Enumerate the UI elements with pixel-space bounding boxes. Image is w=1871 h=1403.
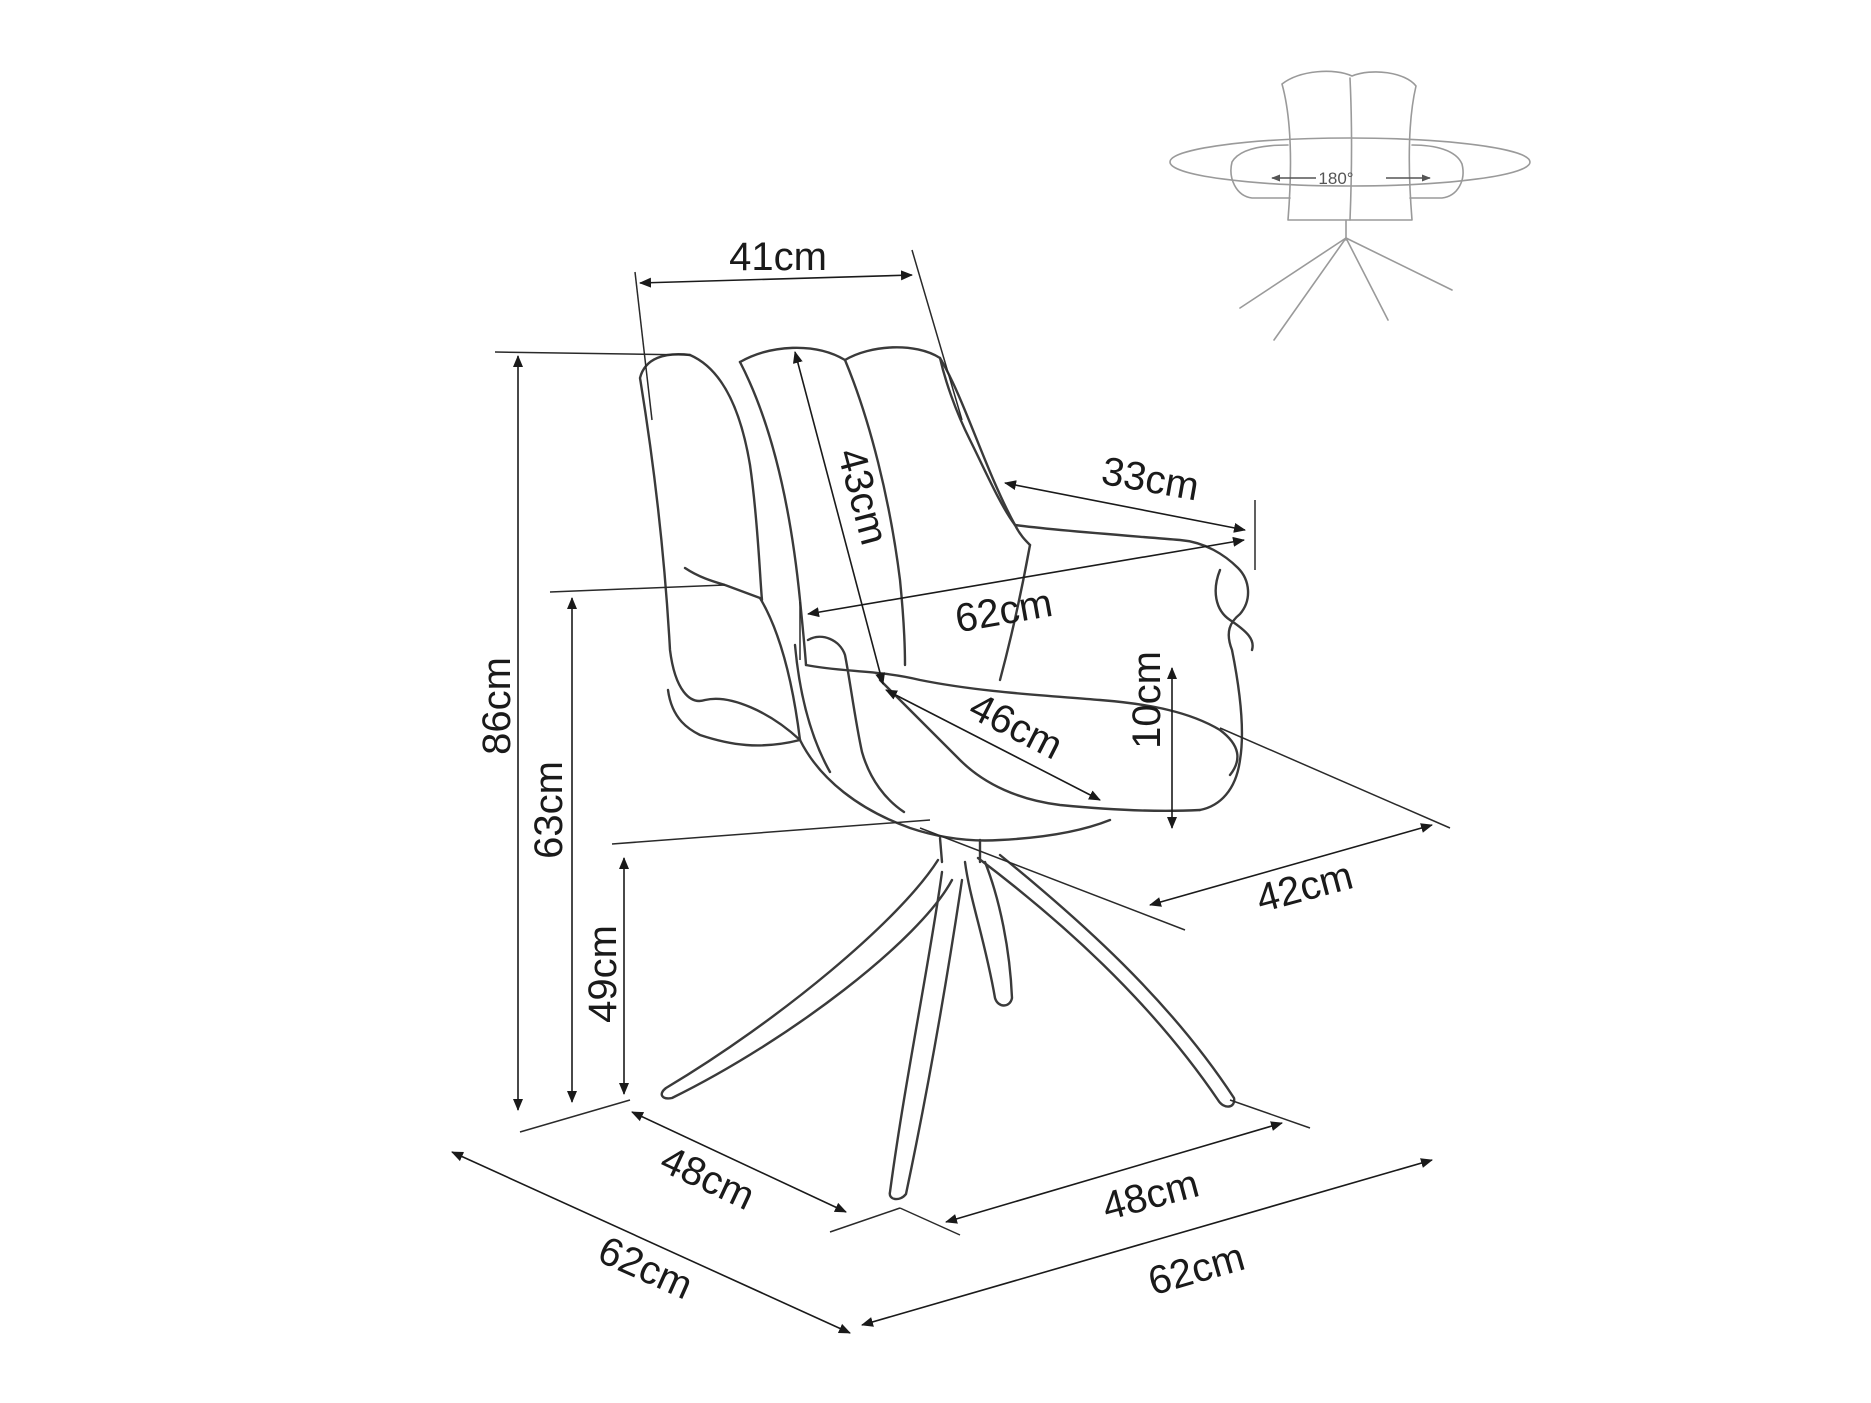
inset-rotation-label: 180° [1318,169,1353,188]
backrest-left-wing [683,566,802,742]
swivel-column [938,836,982,864]
inset-right-arm [1409,144,1464,199]
inset-leg-4 [1345,237,1453,291]
backrest-right-edge [938,356,1032,547]
inset-leg-3 [1345,237,1389,321]
seat-bottom [798,738,1112,842]
leg-front-left [660,858,954,1100]
inset-left-arm [1230,144,1291,199]
label-armrest-height: 63cm [527,761,571,859]
label-seat-height: 49cm [581,925,625,1023]
dim-line-arm-length [1004,480,1246,533]
label-overall-right: 62cm [1143,1235,1249,1304]
label-base-right: 48cm [1098,1162,1204,1230]
inset-rotation-ring [1169,137,1531,187]
inset-back-seam [1349,77,1353,221]
dim-line-overall-right [861,1158,1433,1327]
rotation-inset: 180° [1169,70,1531,341]
label-back-width: 41cm [729,235,827,279]
dim-line-seat-side [1149,823,1433,907]
backrest-left-inner [688,353,764,602]
label-armrest-above-seat: 10cm [1125,651,1169,749]
left-armrest-outer [793,643,832,774]
dim-line-seat-depth [885,689,1101,801]
backrest-center-seam-left [738,360,808,667]
extension-lines [494,249,1451,1236]
backrest-left-side [666,688,802,747]
dim-line-overall-left [451,1151,851,1334]
label-base-left: 48cm [654,1138,761,1219]
dim-line-backrest-height [792,351,886,685]
inset-backrest [1281,70,1417,221]
leg-front [888,870,964,1201]
dim-line-inner-width [807,536,1245,618]
label-backrest-height: 43cm [829,444,897,550]
label-seat-side: 42cm [1252,854,1358,922]
dimension-lines [451,270,1433,1334]
leg-back [963,860,1014,1007]
dim-line-back-width [639,270,913,288]
label-inner-width: 62cm [952,581,1056,641]
inset-leg-1 [1239,237,1347,309]
left-armrest-front [806,635,906,814]
label-total-height: 86cm [475,657,519,755]
backrest-left-panel [638,353,802,742]
leg-right [976,853,1236,1108]
inset-leg-2 [1273,237,1347,341]
label-arm-length: 33cm [1098,449,1202,509]
